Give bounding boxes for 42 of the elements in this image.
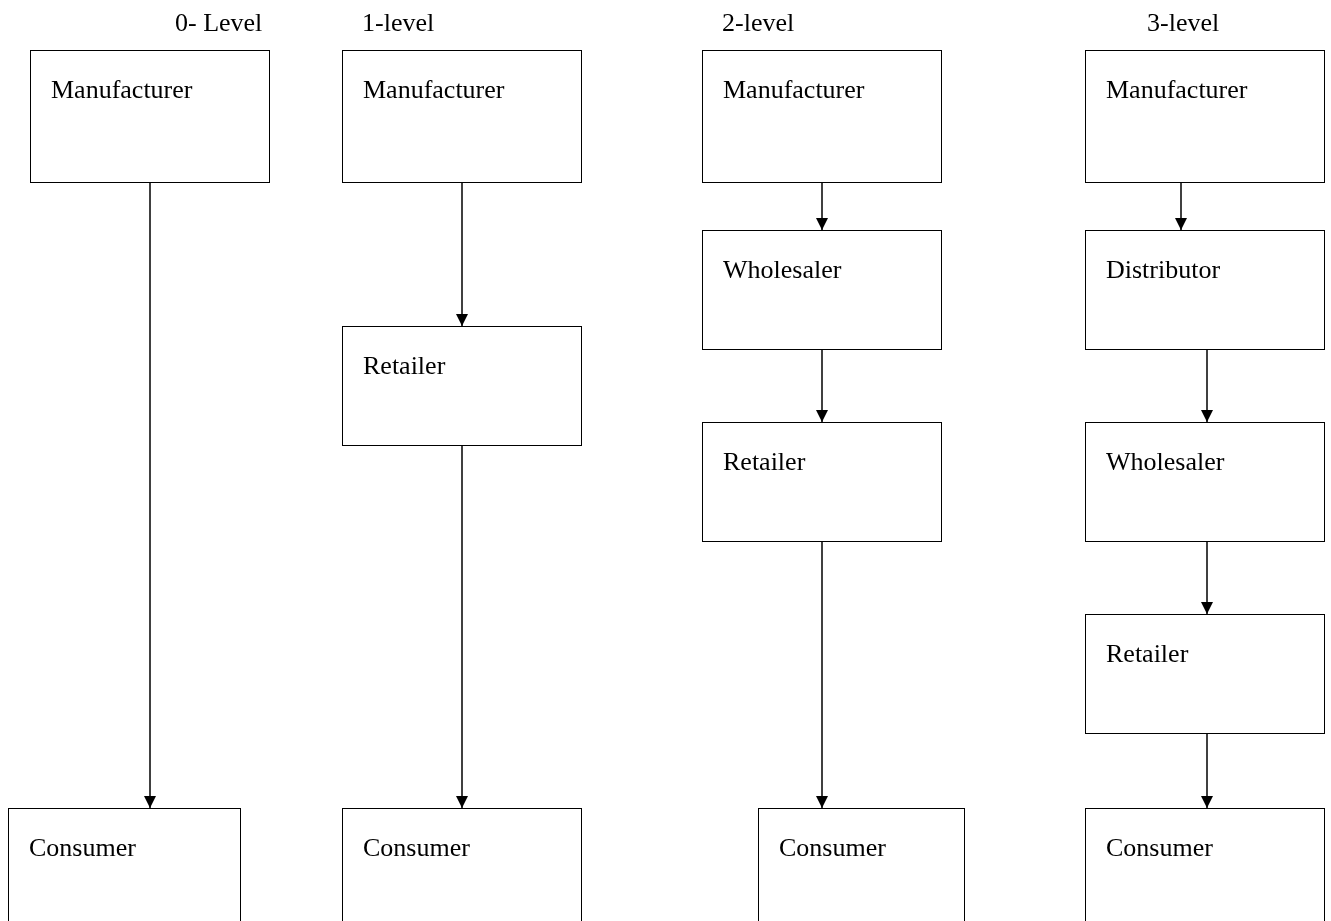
process-box (758, 808, 965, 921)
level-heading: 0- Level (175, 10, 263, 36)
process-box (702, 422, 942, 542)
level-heading: 3-level (1147, 10, 1220, 36)
box-label: Consumer (29, 835, 137, 861)
box-label: Consumer (1106, 835, 1214, 861)
arrow (816, 349, 828, 423)
process-box (1085, 422, 1325, 542)
arrow (144, 182, 156, 809)
process-box (1085, 230, 1325, 350)
process-box (342, 326, 582, 446)
arrow (456, 445, 468, 809)
process-box (342, 808, 582, 921)
box-label: Manufacturer (1106, 77, 1249, 103)
arrow (1201, 349, 1213, 423)
box-label: Manufacturer (363, 77, 506, 103)
box-label: Retailer (723, 449, 807, 475)
process-box (30, 50, 270, 183)
box-label: Wholesaler (723, 257, 843, 283)
box-label: Manufacturer (723, 77, 866, 103)
box-label: Consumer (779, 835, 887, 861)
box-label: Distributor (1106, 257, 1222, 283)
box-label: Consumer (363, 835, 471, 861)
box-label: Retailer (363, 353, 447, 379)
arrow (1175, 182, 1187, 231)
process-box (342, 50, 582, 183)
level-heading: 2-level (722, 10, 795, 36)
level-heading: 1-level (362, 10, 435, 36)
arrow (1201, 733, 1213, 809)
arrow (816, 541, 828, 809)
arrow (1201, 541, 1213, 615)
box-label: Retailer (1106, 641, 1190, 667)
process-box (1085, 808, 1325, 921)
process-box (1085, 50, 1325, 183)
process-box (8, 808, 241, 921)
box-label: Manufacturer (51, 77, 194, 103)
process-box (1085, 614, 1325, 734)
process-box (702, 50, 942, 183)
arrow (816, 182, 828, 231)
process-box (702, 230, 942, 350)
box-label: Wholesaler (1106, 449, 1226, 475)
arrow (456, 182, 468, 327)
